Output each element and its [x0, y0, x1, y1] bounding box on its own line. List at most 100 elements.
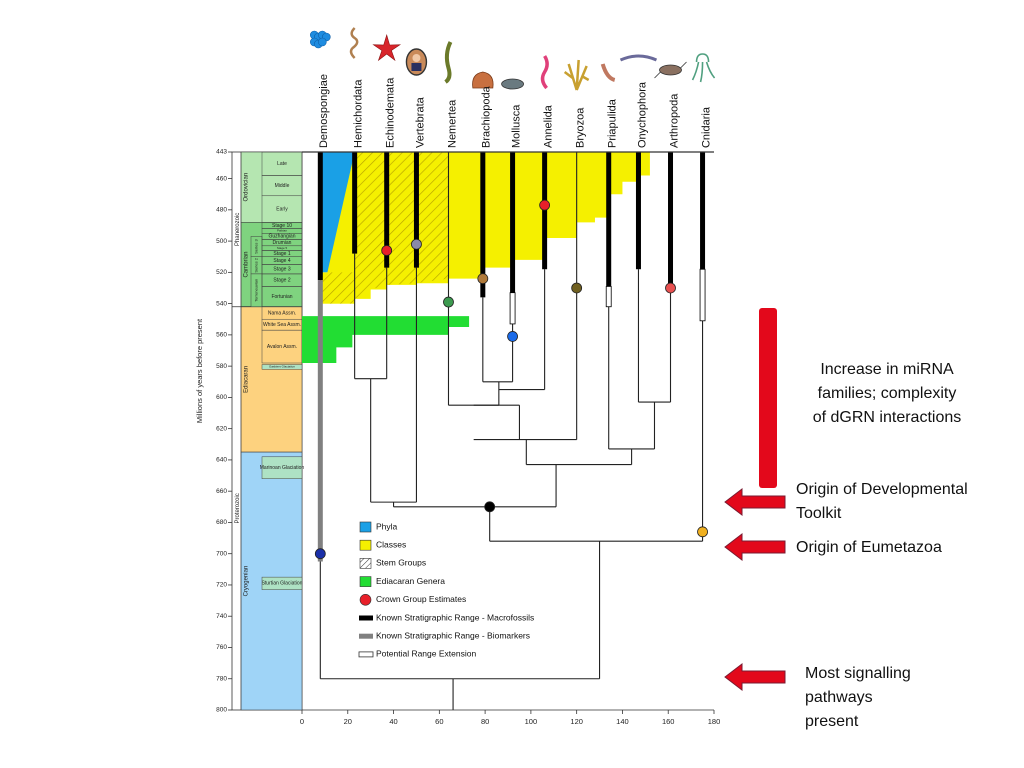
stage-label: Marinoan Glaciation [260, 465, 305, 471]
priapulid-icon [600, 63, 616, 82]
crown-estimate-bryozoa [571, 282, 583, 294]
priapulid-body [600, 63, 616, 82]
y-tick-label: 700 [216, 550, 227, 557]
stage-label: Sturtian Glaciation [262, 581, 303, 587]
y-tick-label: 600 [216, 394, 227, 401]
stage-label: Fortunian [271, 294, 292, 300]
stage-label: Stage 1 [273, 251, 290, 257]
macrofossil-range [606, 152, 612, 287]
period-label: Cryogenian [244, 566, 250, 597]
eumetazoa-line-1: Origin of Eumetazoa [796, 539, 942, 556]
acorn-worm-icon [349, 27, 359, 59]
y-tick-label: 800 [216, 707, 227, 714]
bryozoan-branches [563, 59, 590, 91]
legend-label: Known Stratigraphic Range - Biomarkers [376, 630, 530, 640]
crown-estimate-echinodemata [381, 245, 393, 256]
crown-estimate-mollusca [507, 331, 518, 342]
y-tick-label: 780 [216, 675, 227, 682]
ribbon-worm-icon [444, 41, 453, 84]
mirna-line-1: Increase in miRNA [820, 361, 954, 378]
stage-cell [261, 576, 303, 590]
y-tick-label: 620 [216, 425, 227, 432]
macrofossil-range [352, 152, 358, 254]
portrait-body [411, 63, 422, 71]
y-tick-label: 500 [216, 238, 227, 245]
taxon-name-brachiopoda: Brachiopoda [481, 85, 493, 148]
star-shape [372, 33, 402, 62]
legend-swatch [359, 521, 372, 533]
arthropod-icon [654, 61, 687, 79]
legend-label: Ediacaran Genera [376, 576, 445, 586]
macrofossil-range [635, 152, 641, 270]
callout-graphics [724, 308, 786, 692]
x-tick-label: 100 [525, 717, 538, 726]
macrofossil-range [384, 152, 390, 268]
x-tick-label: 180 [708, 717, 721, 726]
series-label: Series 3 [254, 238, 259, 253]
crown-estimate-arthropoda [665, 282, 676, 294]
macrofossil-range [700, 152, 706, 270]
crown-estimate-brachiopoda [477, 273, 489, 285]
crown-estimate-demospongiae [314, 548, 326, 560]
taxon-name-demospongiae: Demospongiae [318, 74, 330, 148]
macrofossil-range [413, 152, 419, 268]
x-tick-label: 140 [616, 717, 629, 726]
period-label: Ediacaran [244, 366, 250, 393]
signalling-callout: Most signalling pathways present [805, 662, 911, 734]
stage-label: Avalon Assm. [267, 344, 297, 350]
signalling-line-2: pathways [805, 689, 873, 706]
legend-label: Classes [376, 539, 406, 549]
x-tick-label: 80 [481, 717, 489, 726]
stage-cell [261, 364, 303, 370]
legend-swatch [358, 651, 374, 658]
sponge-blob [318, 37, 327, 47]
stage-label: White Sea Assm. [263, 322, 301, 328]
taxon-name-priapulida: Priapulida [607, 98, 619, 148]
ediacaran-genera-area [302, 316, 470, 364]
toolkit-line-2: Toolkit [796, 505, 842, 522]
macrofossil-range [317, 152, 323, 281]
y-tick-label: 680 [216, 519, 227, 526]
toolkit-arrow [724, 487, 786, 517]
series-label: Terreneuvian [254, 279, 259, 302]
taxon-name-vertebrata: Vertebrata [414, 96, 426, 148]
crown-estimate-vertebrata [411, 238, 422, 250]
stage-label: Gaskiers Glaciation [269, 365, 295, 369]
toolkit-callout: Origin of Developmental Toolkit [796, 478, 968, 526]
taxon-name-nemertea: Nemertea [446, 99, 458, 148]
bryozoan-icon [563, 59, 590, 91]
mirna-line-3: of dGRN interactions [812, 409, 962, 426]
crown-estimate-bilateria [484, 501, 496, 513]
crown-estimate-cnidaria [697, 526, 708, 538]
taxon-name-hemichordata: Hemichordata [353, 79, 365, 148]
chiton-body [501, 78, 524, 90]
chiton-icon [501, 78, 524, 90]
taxon-name-bryozoa: Bryozoa [575, 107, 587, 148]
range-extension [699, 268, 706, 322]
x-tick-label: 0 [300, 717, 304, 726]
stratigraphic-ranges [317, 152, 706, 562]
series-label: Series 2 [254, 257, 259, 272]
eon-label: Phanerozoic [235, 213, 241, 246]
shell [472, 71, 494, 89]
taxon-name-annelida: Annelida [543, 104, 555, 148]
vertebrate-portrait-icon [405, 48, 428, 76]
arthropod-legs [654, 61, 687, 79]
taxon-name-arthropoda: Arthropoda [668, 93, 680, 148]
macrofossil-range [542, 152, 548, 270]
annelid-icon [540, 55, 549, 90]
x-tick-label: 40 [389, 717, 397, 726]
taxon-name-onychophora: Onychophora [636, 81, 648, 148]
portrait-face [412, 54, 421, 62]
cnidarian-icon [691, 53, 716, 83]
mirna-line-2: families; complexity [817, 385, 957, 402]
stage-label: Nama Assm. [268, 310, 296, 316]
stage-label: Guzhangian [269, 234, 296, 240]
crown-estimate-annelida [539, 199, 551, 211]
taxon-name-cnidaria: Cnidaria [700, 106, 712, 148]
legend-swatch [359, 593, 372, 606]
